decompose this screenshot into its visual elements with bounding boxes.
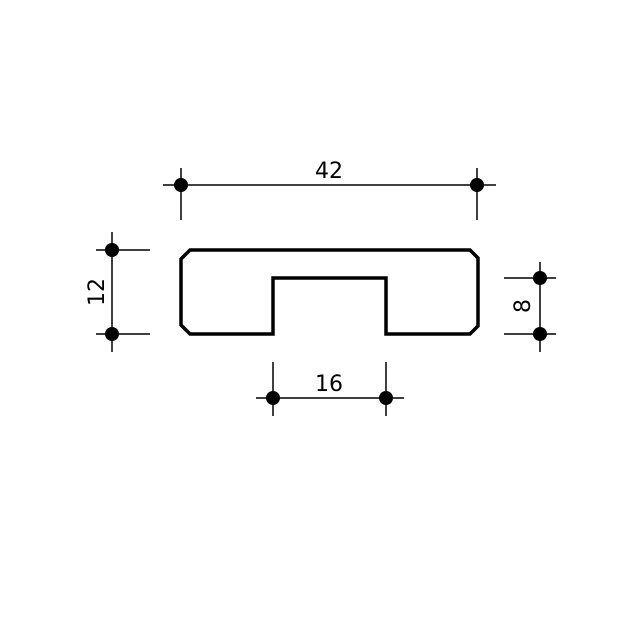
dim-height-label: 12 <box>85 278 110 306</box>
dimension-overall-height: 12 <box>85 232 150 352</box>
dimension-overall-width: 42 <box>163 159 496 220</box>
dim-side-dot-bottom <box>533 327 547 341</box>
dim-height-dot-bottom <box>105 327 119 341</box>
profile-outline <box>179 248 480 336</box>
dim-side-label: 8 <box>511 299 536 313</box>
dimension-side-height: 8 <box>504 262 556 352</box>
dim-slot-dot-left <box>266 391 280 405</box>
dim-width-dot-left <box>174 178 188 192</box>
dim-height-dot-top <box>105 243 119 257</box>
dimension-slot-width: 16 <box>256 362 404 416</box>
dim-slot-dot-right <box>379 391 393 405</box>
dim-width-label: 42 <box>315 159 343 184</box>
dim-width-dot-right <box>470 178 484 192</box>
dim-slot-label: 16 <box>315 372 343 397</box>
dim-side-dot-top <box>533 271 547 285</box>
